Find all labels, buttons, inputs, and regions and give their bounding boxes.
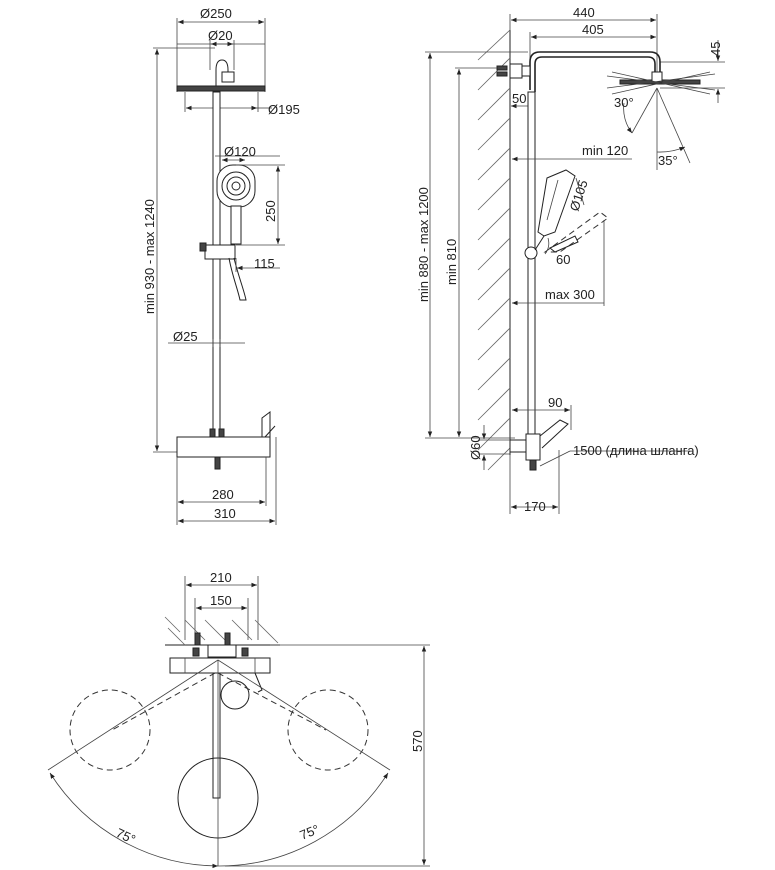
lower-wall-mount: [509, 439, 529, 453]
slider-holder: [204, 244, 236, 260]
mixer-projection-label: 170: [524, 499, 546, 514]
holder-angle-label: 60: [556, 252, 570, 267]
arm-length-label: 405: [582, 22, 604, 37]
swing-arc-left: [49, 772, 219, 869]
top-inner-width-label: 150: [210, 593, 232, 608]
mixer-width-label: 280: [212, 487, 234, 502]
arm-connector: [221, 71, 235, 83]
hose-length-label: 1500 (длина шланга): [573, 443, 699, 458]
head-height-label: 45: [708, 42, 723, 56]
angle-left-label: 75°: [114, 825, 138, 847]
front-view: Ø250 Ø20 Ø195 Ø120 250: [142, 6, 300, 525]
shower-arm: [215, 59, 229, 88]
upper-wall-mount: [509, 63, 523, 79]
thermostatic-mixer: [176, 436, 271, 458]
shower-pipe: [212, 91, 221, 438]
wall-offset-label: 50: [512, 91, 526, 106]
mixer-lever: [261, 411, 271, 437]
top-hand-shower: [220, 680, 250, 710]
swing-arc-right: [217, 772, 389, 867]
top-outer-width-label: 210: [210, 570, 232, 585]
holder-max-label: max 300: [545, 287, 595, 302]
holder-offset-label: 115: [254, 256, 275, 271]
top-depth-label: 570: [410, 730, 425, 752]
head-diameter-label: Ø250: [200, 6, 232, 21]
min-height-label: min 810: [444, 239, 459, 285]
hand-shower-length-label: 250: [263, 200, 278, 222]
tilt-angle-large-label: 35°: [658, 153, 678, 168]
rain-head-rotated-right: [287, 689, 369, 771]
head-inner-diameter-label: Ø195: [268, 102, 300, 117]
side-arm-pipe: [529, 51, 661, 90]
connector-diameter-label: Ø60: [468, 435, 483, 460]
angle-right-label: 75°: [298, 822, 322, 843]
wall-hatch: [477, 29, 511, 471]
height-range-label: min 930 - max 1240: [142, 199, 157, 314]
top-view: 210 150 570: [47, 570, 430, 869]
arm-diameter-label: Ø20: [208, 28, 233, 43]
tilt-angle-small-label: 30°: [614, 95, 634, 110]
overall-width-label: 310: [214, 506, 236, 521]
side-mixer-lever: [539, 419, 569, 449]
top-valve: [207, 644, 237, 658]
side-mixer-body: [525, 433, 541, 461]
side-view: 440 405 45 50 30° 35°: [416, 5, 725, 514]
side-shower-pipe: [527, 91, 536, 435]
holder-knob: [199, 242, 207, 252]
rain-head-rotated-left: [69, 689, 151, 771]
mixer-depth-label: 90: [548, 395, 562, 410]
hand-shower-diameter-label: Ø120: [224, 144, 256, 159]
side-holder: [524, 246, 538, 260]
rain-shower-head: [176, 85, 266, 92]
arm-overall-label: 440: [573, 5, 595, 20]
side-height-range-label: min 880 - max 1200: [416, 187, 431, 302]
pipe-diameter-label: Ø25: [173, 329, 198, 344]
hand-shower-head: [216, 164, 256, 208]
top-pipe: [212, 672, 221, 799]
spout: [214, 456, 221, 470]
holder-min-label: min 120: [582, 143, 628, 158]
hand-shower-handle: [230, 205, 242, 245]
shower-hose: [228, 257, 247, 301]
